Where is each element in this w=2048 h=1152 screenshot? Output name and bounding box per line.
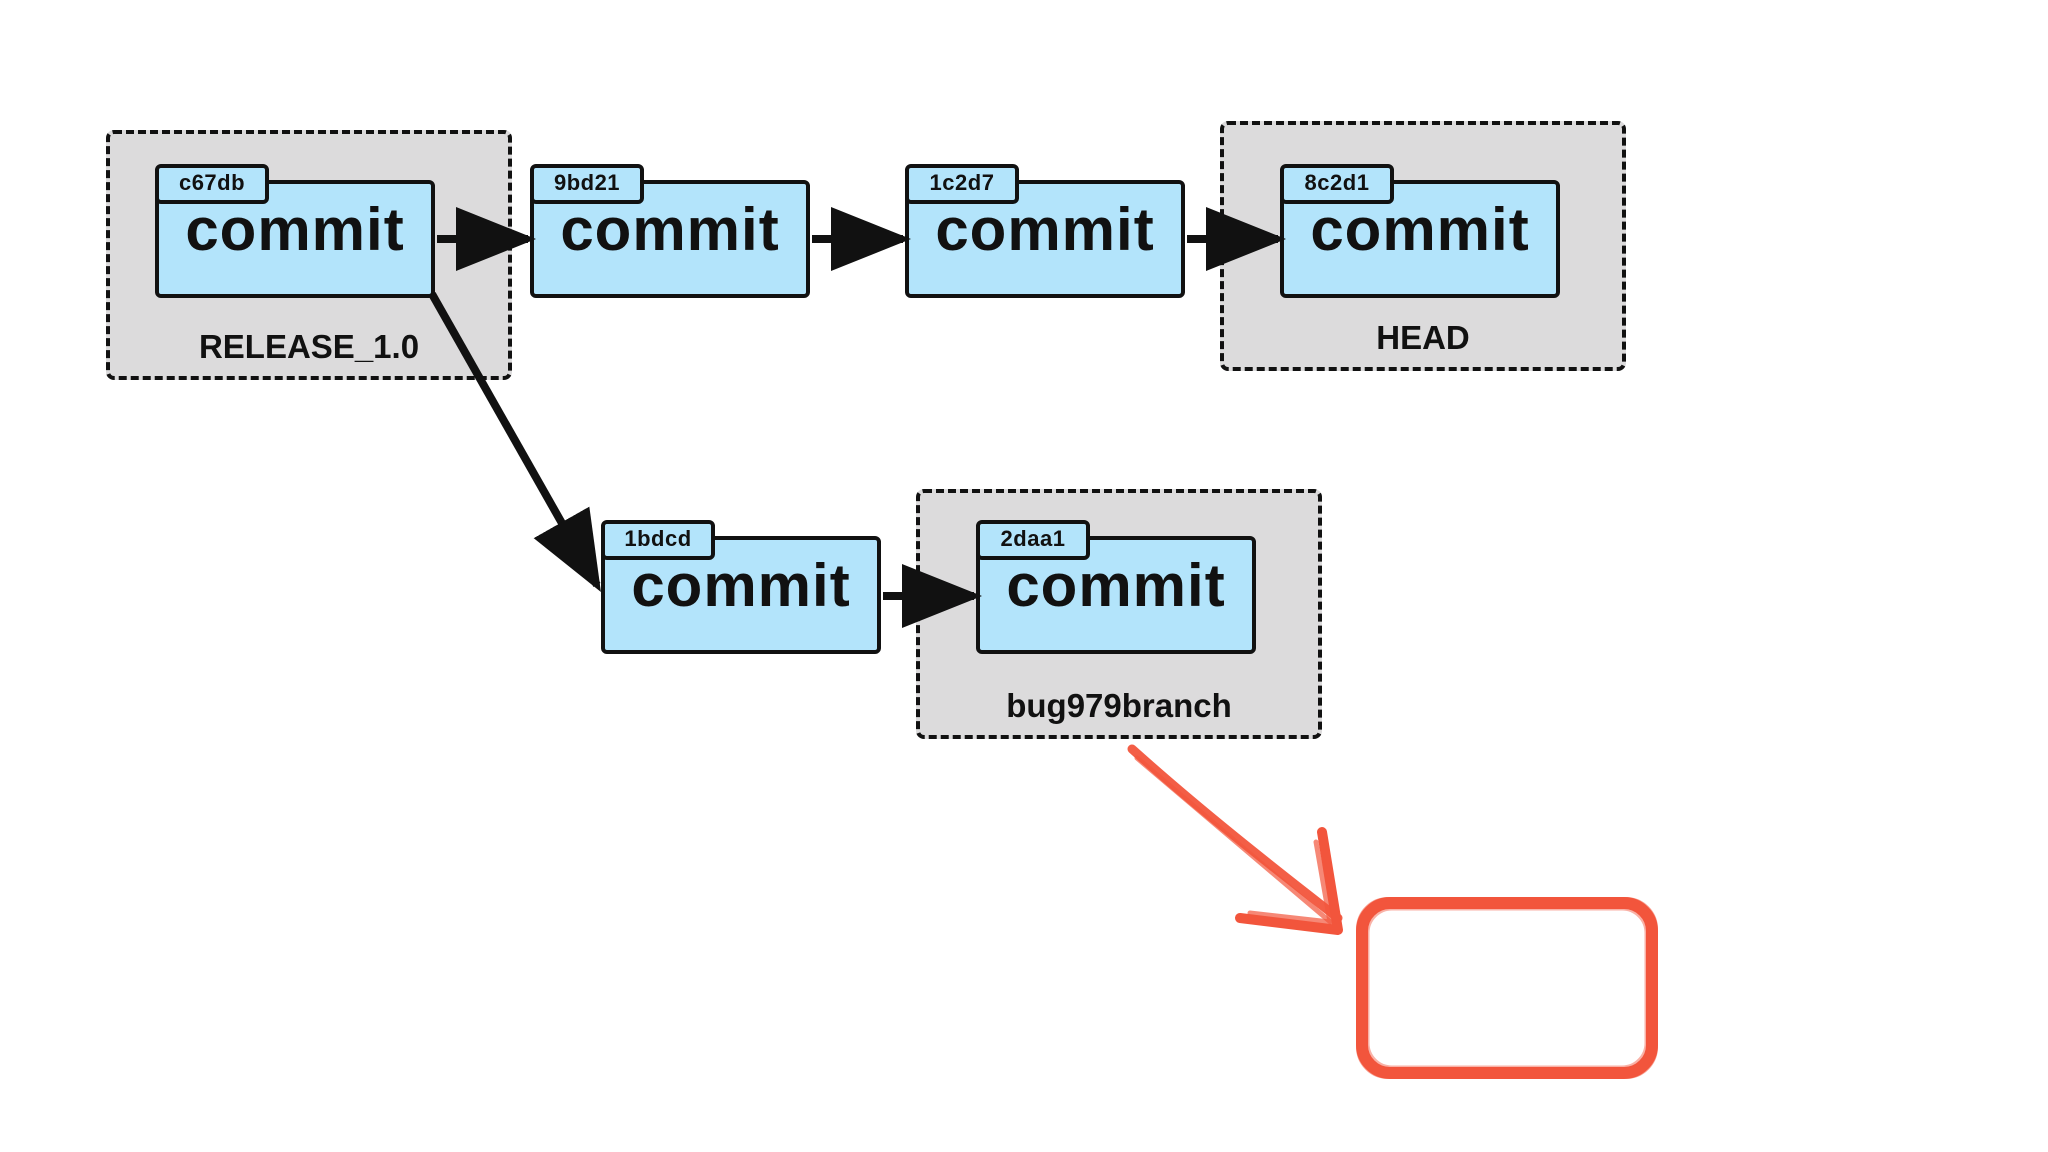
commit-hash-c67db: c67db xyxy=(155,164,269,204)
commit-label: commit xyxy=(560,196,780,263)
annotation-empty-box xyxy=(1356,897,1658,1079)
commit-hash-2daa1: 2daa1 xyxy=(976,520,1090,560)
annotation-arrow xyxy=(1127,744,1343,935)
commit-node-c67db: c67db commit xyxy=(155,164,435,298)
commit-hash-1c2d7: 1c2d7 xyxy=(905,164,1019,204)
commit-node-2daa1: 2daa1 commit xyxy=(976,520,1256,654)
commit-label: commit xyxy=(631,552,851,619)
ref-label-head: HEAD xyxy=(1376,319,1470,356)
commit-hash-8c2d1: 8c2d1 xyxy=(1280,164,1394,204)
commit-label: commit xyxy=(935,196,1155,263)
commit-hash-9bd21: 9bd21 xyxy=(530,164,644,204)
commit-label: commit xyxy=(1310,196,1530,263)
ref-label-bug979branch: bug979branch xyxy=(1006,687,1232,724)
commit-label: commit xyxy=(185,196,405,263)
ref-label-release: RELEASE_1.0 xyxy=(198,328,420,365)
commit-node-8c2d1: 8c2d1 commit xyxy=(1280,164,1560,298)
commit-node-1c2d7: 1c2d7 commit xyxy=(905,164,1185,298)
commit-node-9bd21: 9bd21 commit xyxy=(530,164,810,298)
commit-node-1bdcd: 1bdcd commit xyxy=(601,520,881,654)
commit-hash-1bdcd: 1bdcd xyxy=(601,520,715,560)
commit-label: commit xyxy=(1006,552,1226,619)
